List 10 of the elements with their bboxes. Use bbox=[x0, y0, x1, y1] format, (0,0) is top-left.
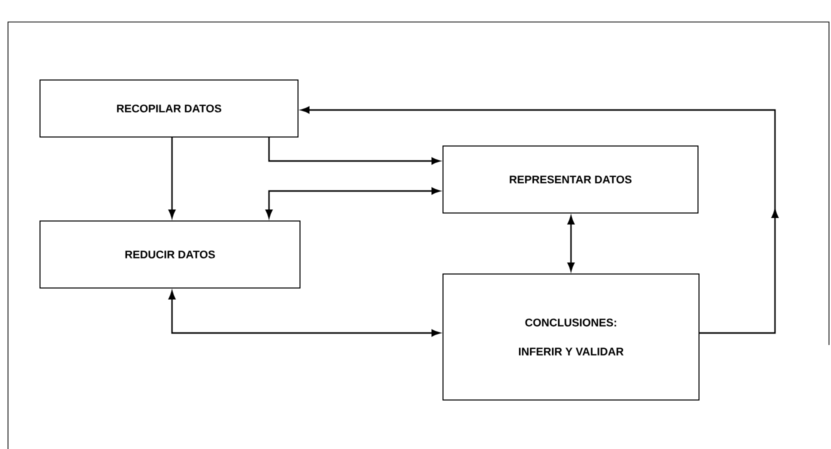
arrow bbox=[168, 290, 440, 336]
arrow bbox=[168, 138, 176, 218]
arrow bbox=[266, 188, 440, 218]
arrow bbox=[568, 216, 574, 272]
arrow bbox=[300, 106, 778, 334]
process-box: REPRESENTAR DATOS bbox=[442, 146, 698, 214]
process-box: REDUCIR DATOS bbox=[40, 220, 300, 288]
process-box: RECOPILAR DATOS bbox=[40, 80, 298, 138]
arrow bbox=[268, 138, 440, 164]
process-box: CONCLUSIONES: INFERIR Y VALIDAR bbox=[442, 274, 700, 400]
